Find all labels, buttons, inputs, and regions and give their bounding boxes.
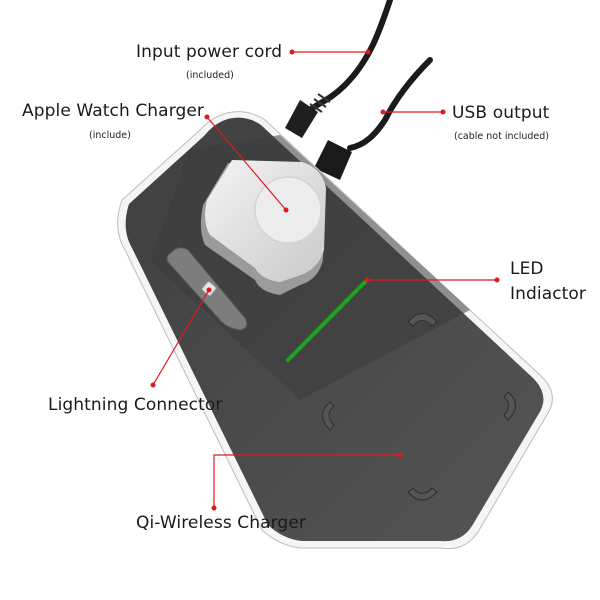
usb-cable	[314, 57, 433, 180]
led-indicator-label-line2: Indiactor	[510, 284, 587, 304]
led-indicator-label: LED	[510, 259, 544, 279]
apple-watch-charger-note: (include)	[89, 130, 131, 141]
qi-wireless-charger-label: Qi-Wireless Charger	[136, 513, 306, 533]
input-power-cord-note: (included)	[186, 70, 234, 81]
led-indicator-bar	[286, 278, 369, 362]
alignment-bumps	[322, 313, 516, 501]
input-power-cable	[285, 0, 393, 138]
callout-dots	[150, 49, 500, 511]
lightning-connector-label: Lightning Connector	[48, 395, 223, 415]
apple-watch-charger-label: Apple Watch Charger	[22, 101, 205, 121]
input-power-cord-label: Input power cord	[136, 42, 283, 62]
callout-lines	[152, 51, 497, 508]
usb-output-label: USB output	[452, 103, 550, 123]
usb-output-note: (cable not included)	[454, 131, 550, 142]
